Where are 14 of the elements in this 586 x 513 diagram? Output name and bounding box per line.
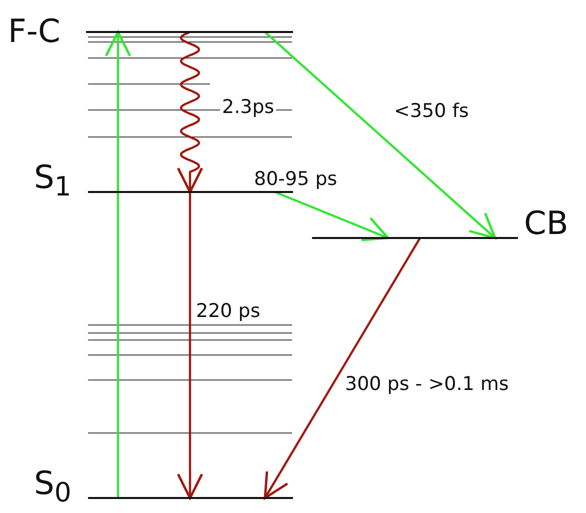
arrow [176, 192, 204, 500]
edge-label: 220 ps [194, 300, 262, 322]
edge-label: 2.3ps [220, 96, 276, 118]
level-label: F-C [8, 14, 60, 48]
edge-label: 300 ps - >0.1 ms [343, 373, 511, 395]
level-label: S$_{0}$ [34, 466, 72, 510]
wavy-arrow [176, 30, 204, 194]
arrow [274, 190, 390, 242]
arrow [104, 30, 132, 498]
edge-label: 80-95 ps [252, 168, 340, 190]
level-label: CB [524, 206, 568, 240]
level-label: S$_{1}$ [34, 160, 72, 204]
arrow [264, 237, 421, 500]
arrow [264, 31, 496, 240]
